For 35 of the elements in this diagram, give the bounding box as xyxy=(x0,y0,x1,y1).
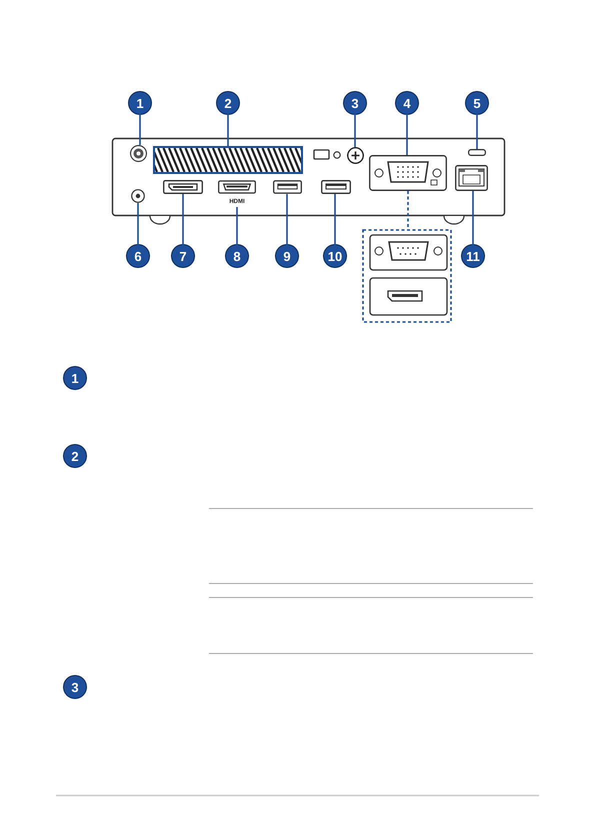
callout-number: 1 xyxy=(129,92,151,114)
displayport-port xyxy=(163,180,203,194)
callout-number: 3 xyxy=(344,92,366,114)
callout-number: 9 xyxy=(276,245,298,267)
leader-line xyxy=(227,114,229,146)
vent-grille xyxy=(153,146,303,174)
leader-line xyxy=(236,207,238,245)
leader-line xyxy=(354,114,356,147)
vga-port xyxy=(369,155,447,191)
callout-number: 8 xyxy=(226,245,248,267)
leader-line xyxy=(286,194,288,245)
callout-number: 11 xyxy=(462,245,484,267)
leader-line xyxy=(407,191,409,229)
callout-number: 3 xyxy=(64,676,86,698)
callout-number: 1 xyxy=(64,367,86,389)
callout-number: 6 xyxy=(127,245,149,267)
leader-line xyxy=(472,191,474,245)
lan-port xyxy=(455,165,488,191)
leader-line xyxy=(334,194,336,245)
antenna-connector xyxy=(130,145,147,162)
leader-line xyxy=(139,114,141,145)
leader-line xyxy=(137,203,139,245)
lock-slot xyxy=(468,149,486,156)
usb-port xyxy=(321,180,351,194)
optional-port-frame xyxy=(362,229,452,323)
callout-number: 4 xyxy=(396,92,418,114)
callout-number: 5 xyxy=(466,92,488,114)
callout-number: 7 xyxy=(172,245,194,267)
leader-line xyxy=(182,194,184,245)
leader-line xyxy=(406,114,408,155)
callout-number: 2 xyxy=(64,445,86,467)
callout-number: 2 xyxy=(217,92,239,114)
usb-port xyxy=(273,180,302,194)
callout-number: 10 xyxy=(324,245,346,267)
leader-line xyxy=(476,114,478,149)
